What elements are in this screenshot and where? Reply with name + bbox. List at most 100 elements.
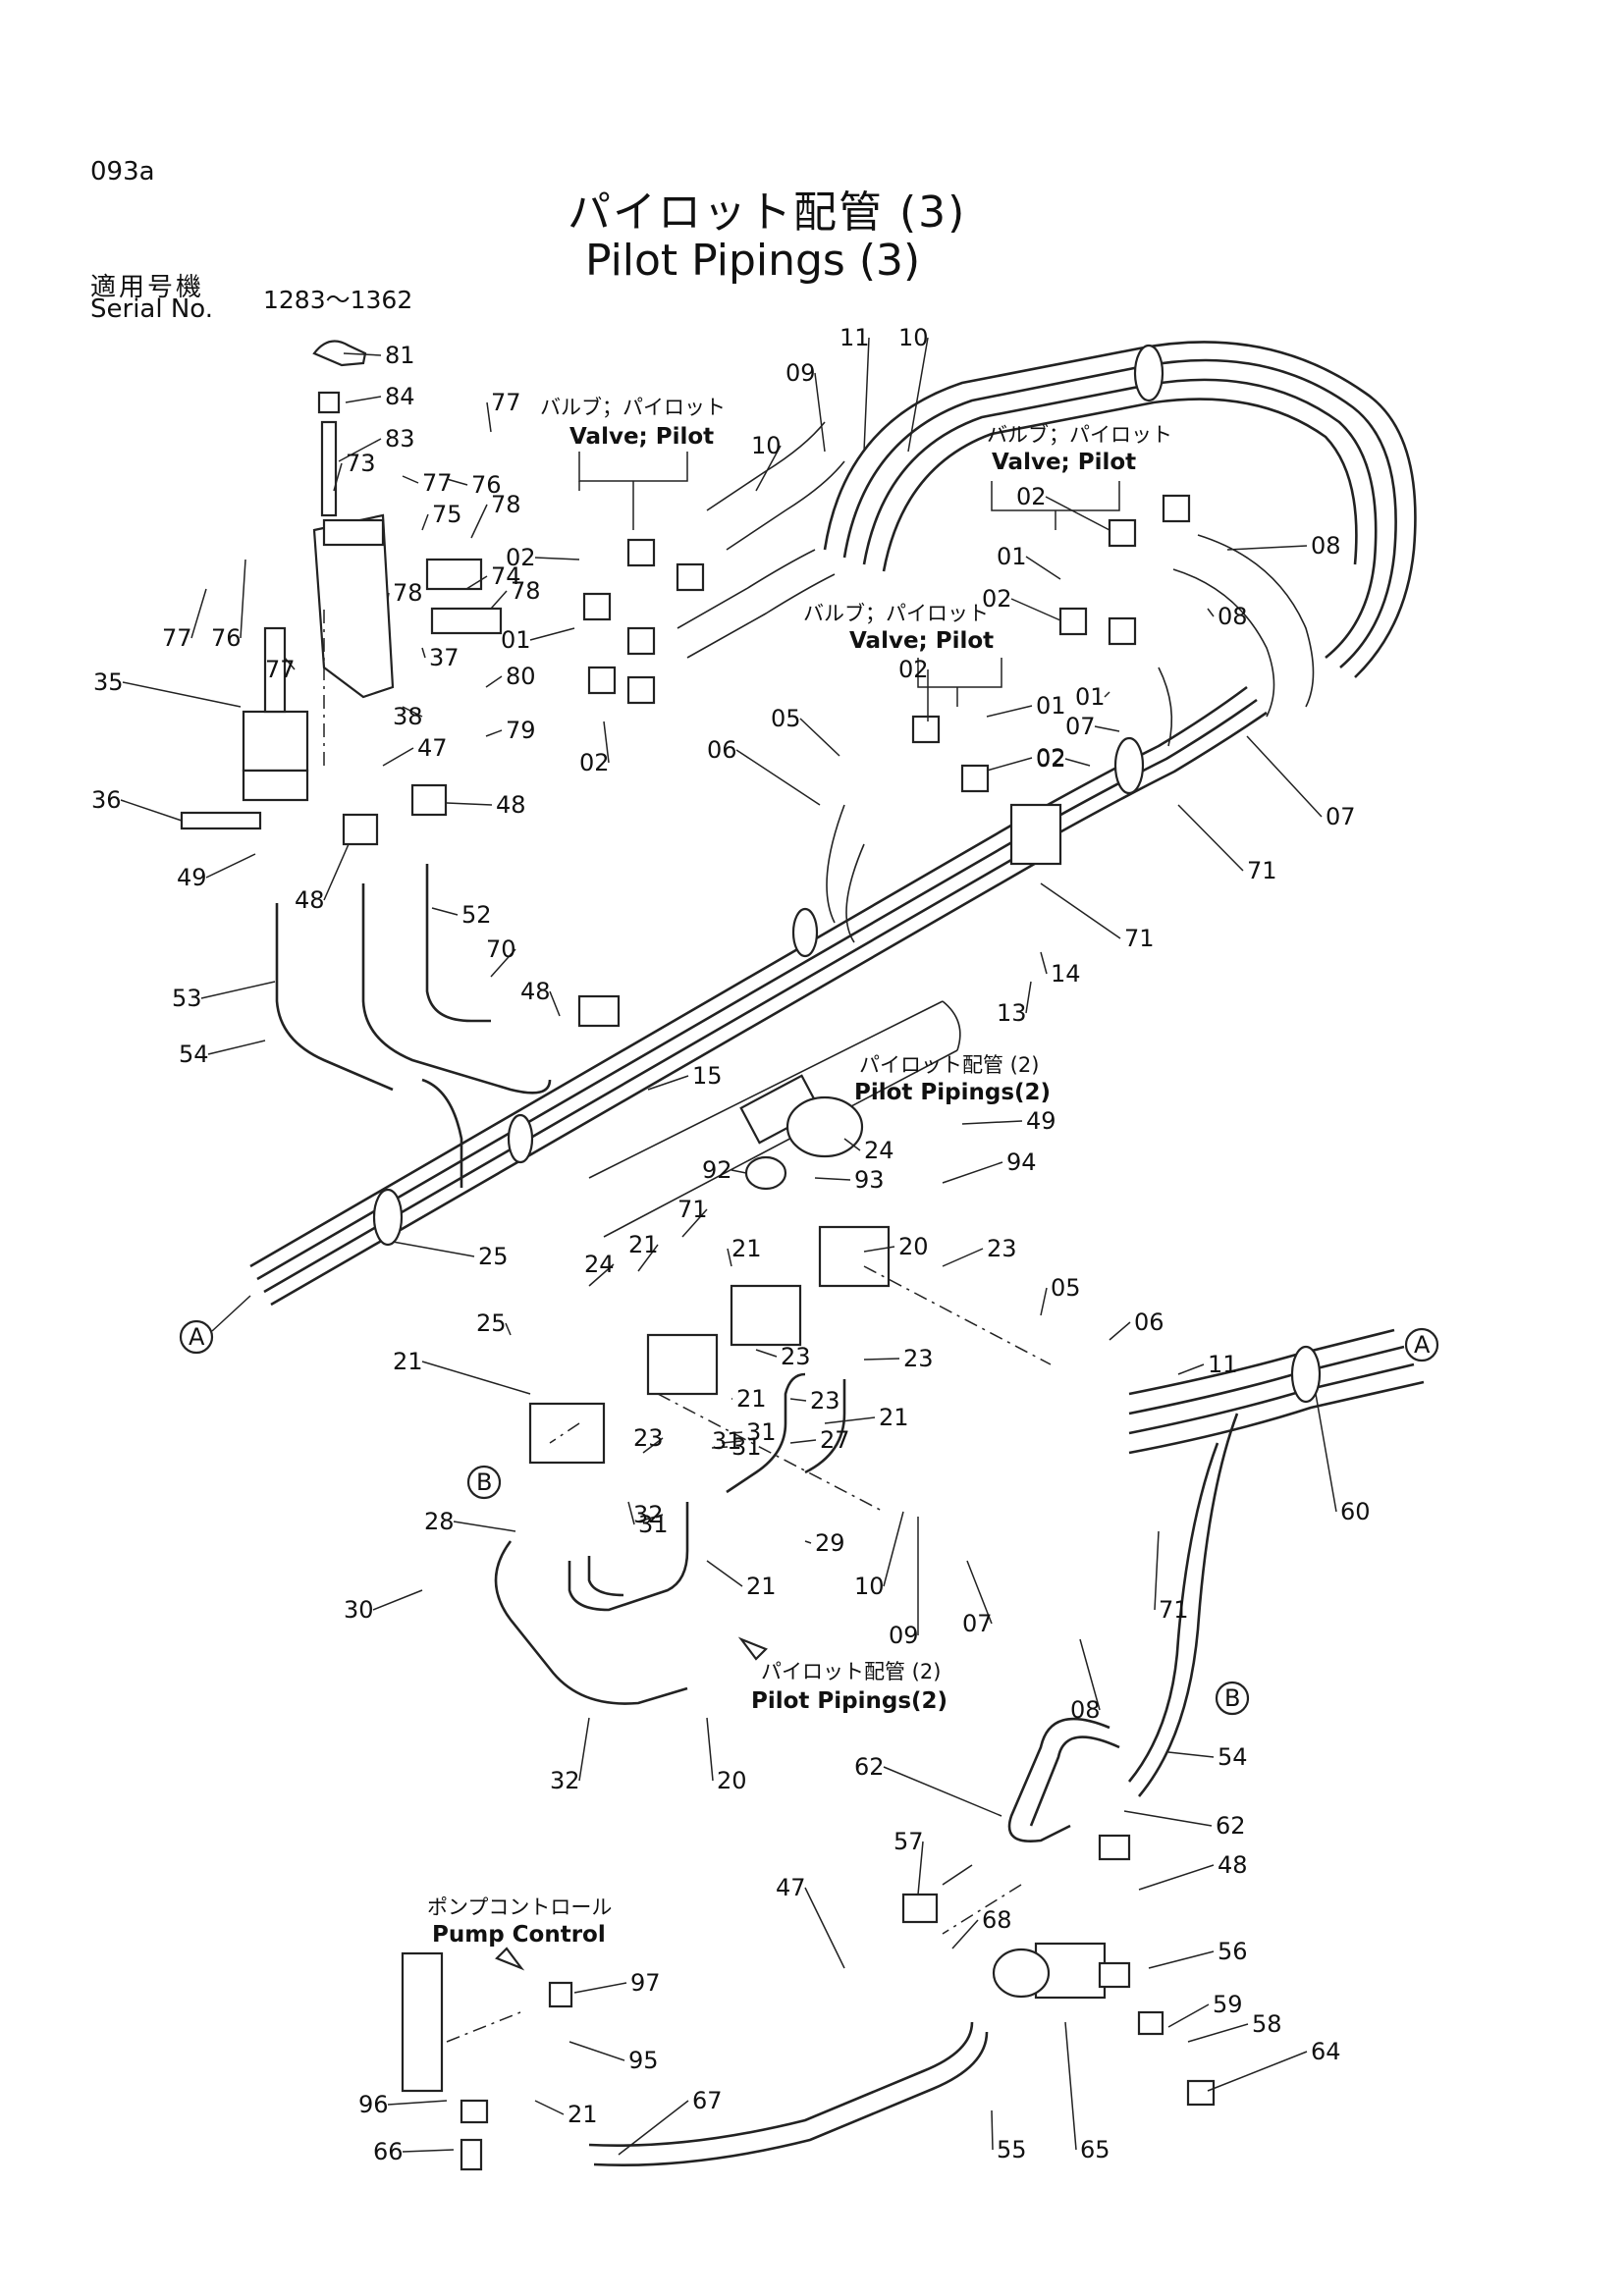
part-number-label: 71 xyxy=(677,1196,708,1223)
part-leader-line xyxy=(637,1244,659,1272)
part-leader-line xyxy=(240,559,246,639)
part-leader-line xyxy=(392,1241,475,1257)
part-number-label: 02 xyxy=(1016,483,1047,510)
part-number-label: 30 xyxy=(344,1596,374,1624)
part-number-label: 24 xyxy=(584,1251,615,1278)
part-leader-line xyxy=(490,590,508,610)
part-leader-line xyxy=(1010,598,1061,621)
part-number-label: 20 xyxy=(898,1233,929,1260)
callout-b-left: B xyxy=(466,1465,502,1500)
part-leader-line xyxy=(814,1177,851,1181)
part-leader-line xyxy=(1177,804,1244,872)
part-leader-line xyxy=(1315,1393,1337,1513)
svg-text:B: B xyxy=(476,1468,492,1496)
part-number-label: 27 xyxy=(820,1426,850,1454)
part-number-label: 48 xyxy=(496,791,526,819)
part-leader-line xyxy=(1104,691,1110,698)
part-number-label: 77 xyxy=(265,656,296,683)
part-leader-line xyxy=(1123,1810,1213,1827)
part-number-label: 21 xyxy=(731,1235,762,1262)
part-number-label: 07 xyxy=(1065,713,1096,740)
part-leader-line xyxy=(1148,1950,1215,1969)
part-leader-line xyxy=(453,1521,516,1532)
part-number-label: 09 xyxy=(785,359,816,387)
part-leader-line xyxy=(789,1398,807,1402)
part-leader-line xyxy=(642,1437,664,1454)
part-leader-line xyxy=(942,1248,984,1267)
part-leader-line xyxy=(1045,496,1110,531)
part-leader-line xyxy=(446,802,493,806)
serial-range: 1283～1362 xyxy=(263,286,413,314)
part-leader-line xyxy=(647,1075,689,1091)
part-number-label: 23 xyxy=(903,1345,934,1372)
part-number-label: 24 xyxy=(864,1137,894,1164)
part-leader-line xyxy=(1040,1287,1048,1316)
pilot-pipings2-label-en-2: Pilot Pipings(2) xyxy=(751,1688,947,1714)
part-number-label: 49 xyxy=(177,864,207,891)
part-number-label: 76 xyxy=(471,471,502,499)
part-leader-line xyxy=(755,1349,778,1358)
part-leader-line xyxy=(465,575,488,590)
valve-pilot-label-jp-2: バルブ；パイロット xyxy=(987,423,1172,447)
valve-pilot-label-en-2: Valve; Pilot xyxy=(992,450,1136,475)
part-leader-line xyxy=(402,475,419,484)
part-leader-line xyxy=(618,2100,689,2156)
page-title-en: Pilot Pipings (3) xyxy=(585,236,921,286)
part-leader-line xyxy=(755,445,782,492)
part-leader-line xyxy=(446,478,468,486)
pilot-pipings2-label-en-1: Pilot Pipings(2) xyxy=(854,1080,1051,1105)
part-leader-line xyxy=(534,2100,565,2115)
part-leader-line xyxy=(735,749,821,806)
part-leader-line xyxy=(1109,1321,1131,1341)
part-number-label: 31 xyxy=(731,1433,762,1461)
part-leader-line xyxy=(1207,608,1215,617)
part-number-label: 78 xyxy=(393,579,423,607)
part-leader-line xyxy=(711,1446,729,1449)
part-number-label: 36 xyxy=(91,786,122,814)
part-number-label: 07 xyxy=(1326,803,1356,830)
part-number-label: 02 xyxy=(506,544,536,571)
part-number-label: 21 xyxy=(736,1385,767,1413)
part-leader-line xyxy=(1040,951,1048,975)
arrow-to-pilot-pipings2 xyxy=(737,1636,768,1661)
part-number-label: 31 xyxy=(712,1427,742,1455)
part-leader-line xyxy=(966,1560,993,1625)
part-leader-line xyxy=(961,1120,1023,1125)
part-number-label: 60 xyxy=(1340,1498,1371,1525)
part-leader-line xyxy=(1167,2003,1210,2028)
part-leader-line xyxy=(681,1208,708,1238)
part-leader-line xyxy=(1177,1363,1205,1375)
part-number-label: 11 xyxy=(1208,1351,1238,1378)
part-leader-line xyxy=(431,907,459,916)
valve-bracket-1 xyxy=(578,452,688,530)
part-leader-line xyxy=(824,1416,876,1424)
part-leader-line xyxy=(402,2149,455,2153)
part-leader-line xyxy=(1040,882,1121,939)
part-number-label: 84 xyxy=(385,383,415,410)
part-number-label: 15 xyxy=(692,1062,723,1090)
part-leader-line xyxy=(986,705,1033,718)
part-number-label: 95 xyxy=(628,2047,659,2074)
part-leader-line xyxy=(727,1248,732,1267)
part-leader-line xyxy=(470,504,488,539)
valve-bracket-2 xyxy=(991,481,1120,530)
arrow-to-pump-control xyxy=(495,1947,525,1971)
part-number-label: 80 xyxy=(506,663,536,690)
part-number-label: 94 xyxy=(1006,1148,1037,1176)
svg-text:A: A xyxy=(1414,1331,1431,1359)
valve-pilot-label-en-3: Valve; Pilot xyxy=(849,628,994,654)
part-leader-line xyxy=(706,1717,714,1782)
part-number-label: 23 xyxy=(987,1235,1017,1262)
part-leader-line xyxy=(205,853,256,879)
part-leader-line xyxy=(1154,1530,1160,1611)
part-leader-line xyxy=(421,1361,531,1395)
pump-control-label-en: Pump Control xyxy=(432,1922,606,1948)
part-number-label: 25 xyxy=(478,1243,509,1270)
part-leader-line xyxy=(1187,2023,1249,2043)
part-number-label: 23 xyxy=(633,1424,664,1452)
part-leader-line xyxy=(578,1717,590,1782)
part-number-label: 01 xyxy=(1075,683,1106,711)
part-leader-line xyxy=(907,337,929,453)
part-leader-line xyxy=(1207,2051,1308,2092)
